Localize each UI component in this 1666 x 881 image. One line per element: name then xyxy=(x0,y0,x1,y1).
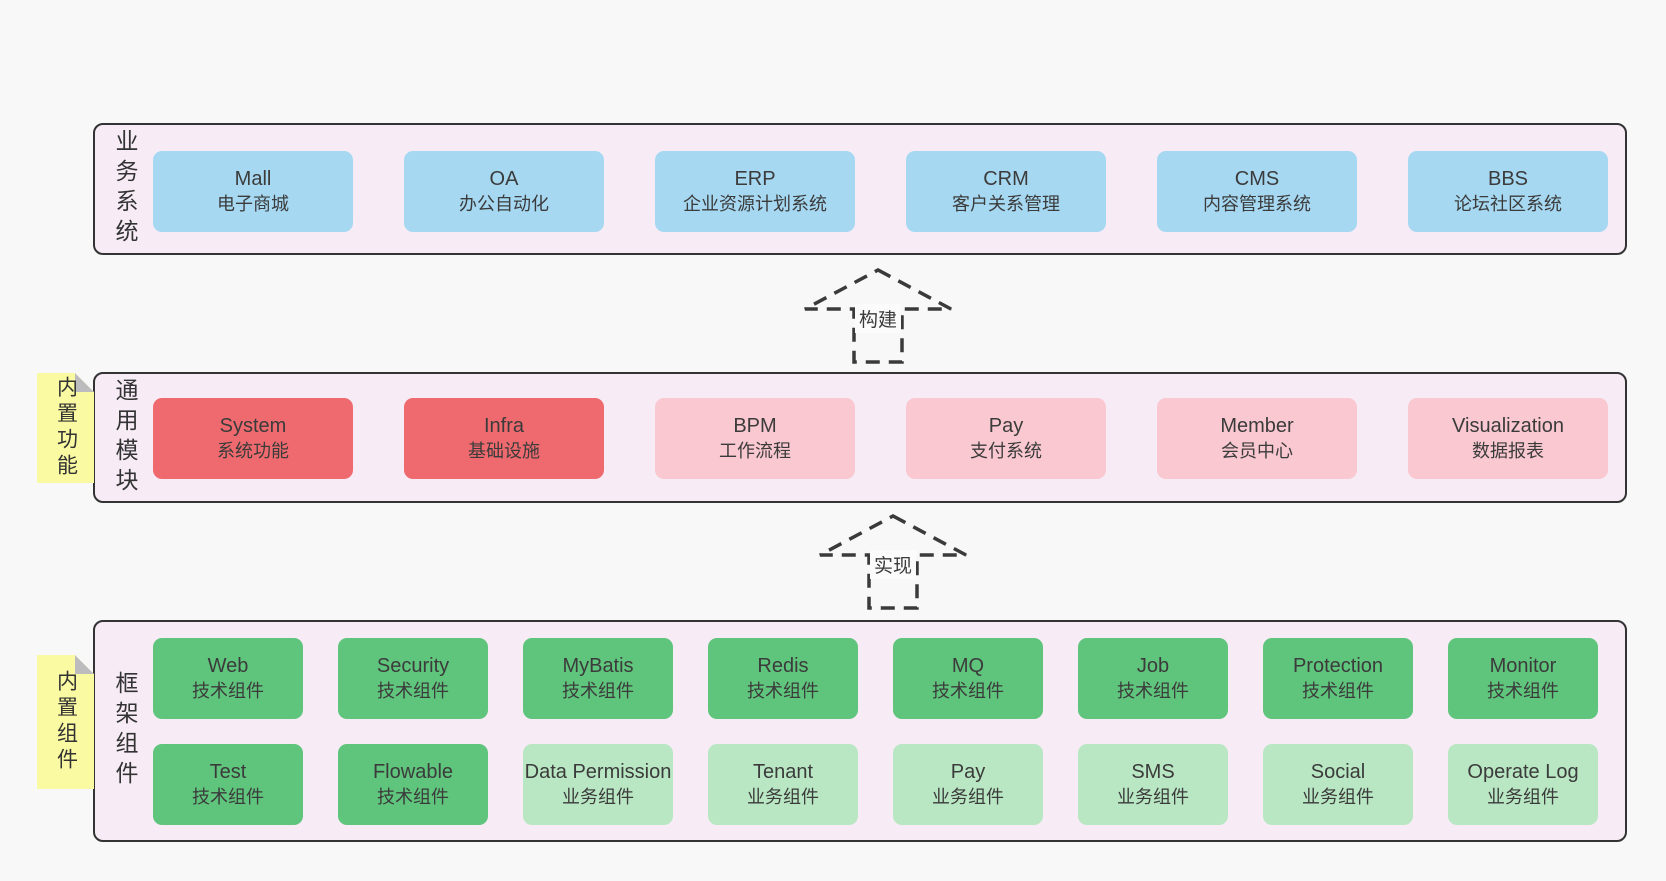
arrow-label-implement: 实现 xyxy=(869,550,917,579)
dashed-up-arrow-icon xyxy=(804,268,952,364)
sticky-note-built-in-components: 内置组件 xyxy=(37,655,94,789)
arrow-label-build: 构建 xyxy=(854,304,902,333)
band-label-business: 业务系统 xyxy=(112,129,138,249)
band-label-modules: 通用模块 xyxy=(112,377,138,498)
sticky-note-built-in-features: 内置功能 xyxy=(37,373,94,483)
band-label-components: 框架组件 xyxy=(112,671,138,791)
arrow-implement: 实现 xyxy=(813,512,973,612)
dashed-up-arrow-icon xyxy=(819,514,967,610)
arrow-build: 构建 xyxy=(798,266,958,366)
